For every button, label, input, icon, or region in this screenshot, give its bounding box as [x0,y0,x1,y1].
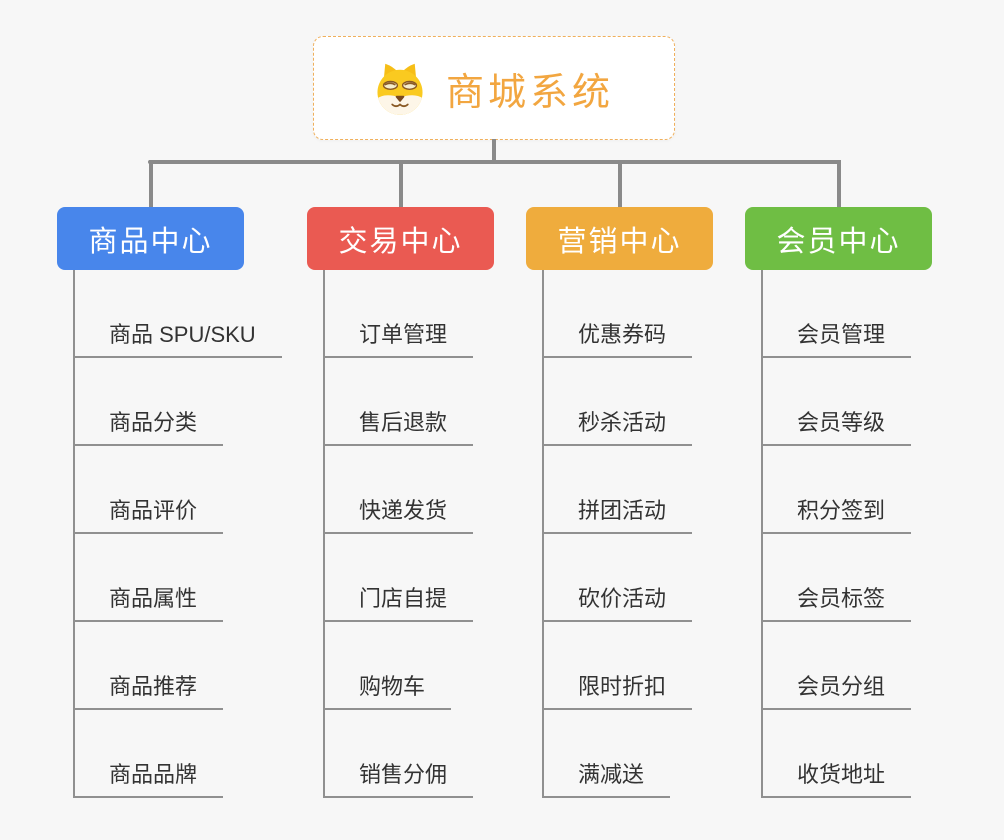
branch-header-marketing-center[interactable]: 营销中心 [526,207,713,270]
branch-header-product-center[interactable]: 商品中心 [57,207,244,270]
mindmap-item[interactable]: 会员管理 [763,270,985,358]
mindmap-item[interactable]: 砍价活动 [544,534,766,622]
item-label: 商品 SPU/SKU [75,317,282,358]
mindmap-item[interactable]: 秒杀活动 [544,358,766,446]
item-label: 限时折扣 [544,669,693,710]
item-label: 商品属性 [75,581,224,622]
branch-header-label: 会员中心 [776,225,901,258]
mindmap-item[interactable]: 商品推荐 [75,622,297,710]
branch-header-trade-center[interactable]: 交易中心 [307,207,494,270]
item-label: 会员分组 [763,669,912,710]
connector-drop [398,160,403,207]
mindmap-item[interactable]: 门店自提 [325,534,547,622]
connector-root-stem [492,139,496,161]
branch-items: 订单管理 售后退款 快递发货 门店自提 购物车 销售分佣 [323,270,547,798]
item-label: 会员标签 [763,581,912,622]
branch-product-center: 商品中心 商品 SPU/SKU 商品分类 商品评价 商品属性 商品推荐 商品品牌 [57,207,297,798]
mindmap-item[interactable]: 售后退款 [325,358,547,446]
item-label: 商品评价 [75,493,224,534]
mindmap-item[interactable]: 商品 SPU/SKU [75,270,297,358]
mindmap-item[interactable]: 限时折扣 [544,622,766,710]
mindmap-item[interactable]: 商品属性 [75,534,297,622]
branch-items: 会员管理 会员等级 积分签到 会员标签 会员分组 收货地址 [761,270,985,798]
shiba-dog-icon [374,59,426,117]
connector-drop [836,160,841,207]
mindmap-item[interactable]: 积分签到 [763,446,985,534]
item-label: 商品分类 [75,405,224,446]
branch-items: 优惠券码 秒杀活动 拼团活动 砍价活动 限时折扣 满减送 [542,270,766,798]
item-label: 积分签到 [763,493,912,534]
connector-drop [148,160,153,207]
item-label: 商品推荐 [75,669,224,710]
mindmap-item[interactable]: 商品分类 [75,358,297,446]
mindmap-item[interactable]: 销售分佣 [325,710,547,798]
item-label: 销售分佣 [325,757,474,798]
mindmap-item[interactable]: 购物车 [325,622,547,710]
mindmap-item[interactable]: 会员等级 [763,358,985,446]
item-label: 快递发货 [325,493,474,534]
mindmap-item[interactable]: 商品品牌 [75,710,297,798]
item-label: 会员管理 [763,317,912,358]
mindmap-item[interactable]: 商品评价 [75,446,297,534]
branch-header-label: 营销中心 [557,225,682,258]
connector-horizontal [148,160,840,164]
mindmap-item[interactable]: 满减送 [544,710,766,798]
root-node[interactable]: 商城系统 [313,36,675,140]
mindmap-item[interactable]: 拼团活动 [544,446,766,534]
item-label: 商品品牌 [75,757,224,798]
item-label: 优惠券码 [544,317,693,358]
item-label: 秒杀活动 [544,405,693,446]
item-label: 满减送 [544,757,671,798]
mindmap-item[interactable]: 优惠券码 [544,270,766,358]
item-label: 砍价活动 [544,581,693,622]
mindmap-item[interactable]: 快递发货 [325,446,547,534]
branch-marketing-center: 营销中心 优惠券码 秒杀活动 拼团活动 砍价活动 限时折扣 满减送 [526,207,766,798]
item-label: 门店自提 [325,581,474,622]
mindmap-item[interactable]: 收货地址 [763,710,985,798]
branch-items: 商品 SPU/SKU 商品分类 商品评价 商品属性 商品推荐 商品品牌 [73,270,297,798]
item-label: 拼团活动 [544,493,693,534]
item-label: 购物车 [325,669,452,710]
branch-header-member-center[interactable]: 会员中心 [745,207,932,270]
connector-drop [617,160,622,207]
branch-trade-center: 交易中心 订单管理 售后退款 快递发货 门店自提 购物车 销售分佣 [307,207,547,798]
item-label: 订单管理 [325,317,474,358]
branch-header-label: 商品中心 [88,225,213,258]
branch-header-label: 交易中心 [338,225,463,258]
branch-member-center: 会员中心 会员管理 会员等级 积分签到 会员标签 会员分组 收货地址 [745,207,985,798]
item-label: 会员等级 [763,405,912,446]
item-label: 售后退款 [325,405,474,446]
mindmap-item[interactable]: 订单管理 [325,270,547,358]
root-title: 商城系统 [445,71,614,114]
item-label: 收货地址 [763,757,912,798]
mindmap-item[interactable]: 会员分组 [763,622,985,710]
mindmap-item[interactable]: 会员标签 [763,534,985,622]
